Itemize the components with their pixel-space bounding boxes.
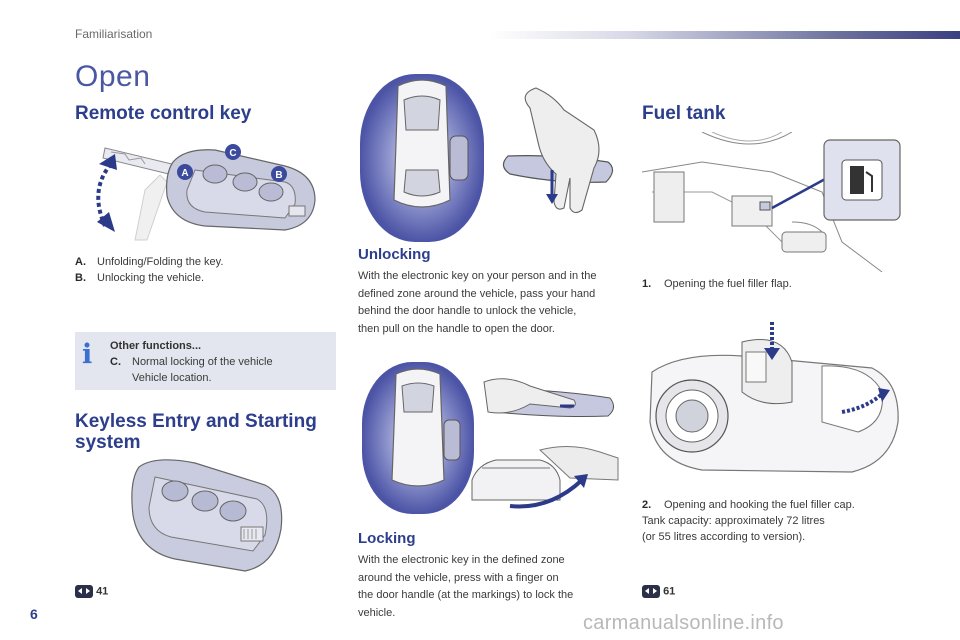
callout-a: A	[181, 168, 188, 179]
unlocking-illustration	[360, 74, 614, 242]
callout-c: C	[229, 148, 236, 159]
info-box: i Other functions... C. Normal locking of…	[75, 332, 336, 390]
step-number: 2.	[642, 499, 652, 511]
step-text: Opening and hooking the fuel filler cap.	[664, 499, 855, 511]
unlocking-line: With the electronic key on your person a…	[358, 270, 597, 282]
keyless-ref-number: 41	[96, 585, 109, 598]
step-text: Opening the fuel filler flap.	[664, 278, 792, 290]
remote-key-item-b: B. Unlocking the vehicle.	[75, 270, 204, 287]
step-number: 1.	[642, 278, 652, 290]
watermark: carmanualsonline.info	[583, 612, 784, 634]
locking-line: around the vehicle, press with a finger …	[358, 571, 559, 584]
fuel-ref-number: 61	[663, 585, 676, 598]
locking-heading: Locking	[358, 530, 416, 547]
item-text: Unlocking the vehicle.	[97, 272, 205, 284]
fuel-cap-illustration	[649, 322, 899, 473]
locking-line: vehicle.	[358, 606, 396, 619]
info-icon: i	[82, 339, 93, 370]
fuel-step-2: 2. Opening and hooking the fuel filler ca…	[642, 497, 855, 514]
locking-illustration	[362, 362, 619, 514]
keyless-heading: Keyless Entry and Starting system	[75, 411, 317, 453]
item-text: Unfolding/Folding the key.	[97, 256, 224, 268]
fuel-capacity: Tank capacity: approximately 72 litres	[642, 515, 825, 527]
remote-key-illustration: A B C	[96, 144, 316, 241]
item-letter: A.	[75, 256, 86, 268]
callout-b: B	[275, 170, 282, 181]
keyless-heading-line1: Keyless Entry and Starting	[75, 411, 317, 432]
unlocking-line: defined zone around the vehicle, pass yo…	[358, 287, 596, 300]
fuel-tank-heading: Fuel tank	[642, 103, 726, 124]
fuel-ref[interactable]: 61	[642, 585, 675, 598]
unlocking-body: With the electronic key on your person a…	[358, 268, 628, 338]
remote-key-heading: Remote control key	[75, 103, 252, 124]
keyless-heading-line2: system	[75, 432, 141, 453]
info-line-1: C. Normal locking of the vehicle	[110, 354, 273, 371]
page-reference-icon	[75, 585, 93, 598]
item-letter: B.	[75, 272, 86, 284]
unlocking-line: behind the door handle to unlock the veh…	[358, 305, 577, 317]
fuel-capacity-note: (or 55 litres according to version).	[642, 531, 806, 543]
locking-line: With the electronic key in the defined z…	[358, 554, 565, 566]
locking-line: the door handle (at the markings) to loc…	[358, 589, 574, 601]
keyless-ref[interactable]: 41	[75, 585, 108, 598]
header-bar	[490, 31, 960, 39]
info-title: Other functions...	[110, 340, 202, 352]
page-number: 6	[30, 606, 38, 622]
unlocking-heading: Unlocking	[358, 246, 431, 263]
section-label: Familiarisation	[75, 27, 153, 41]
fuel-flap-illustration	[642, 132, 902, 272]
item-text: Normal locking of the vehicle	[132, 356, 273, 368]
keyless-fob-illustration	[131, 459, 283, 572]
info-line-2: Vehicle location.	[132, 372, 212, 384]
page-title: Open	[75, 60, 151, 93]
remote-key-item-a: A. Unfolding/Folding the key.	[75, 254, 223, 271]
page-reference-icon	[642, 585, 660, 598]
item-letter: C.	[110, 356, 121, 368]
fuel-step-1: 1. Opening the fuel filler flap.	[642, 276, 792, 293]
locking-body: With the electronic key in the defined z…	[358, 552, 628, 622]
unlocking-line: then pull on the handle to open the door…	[358, 322, 555, 335]
